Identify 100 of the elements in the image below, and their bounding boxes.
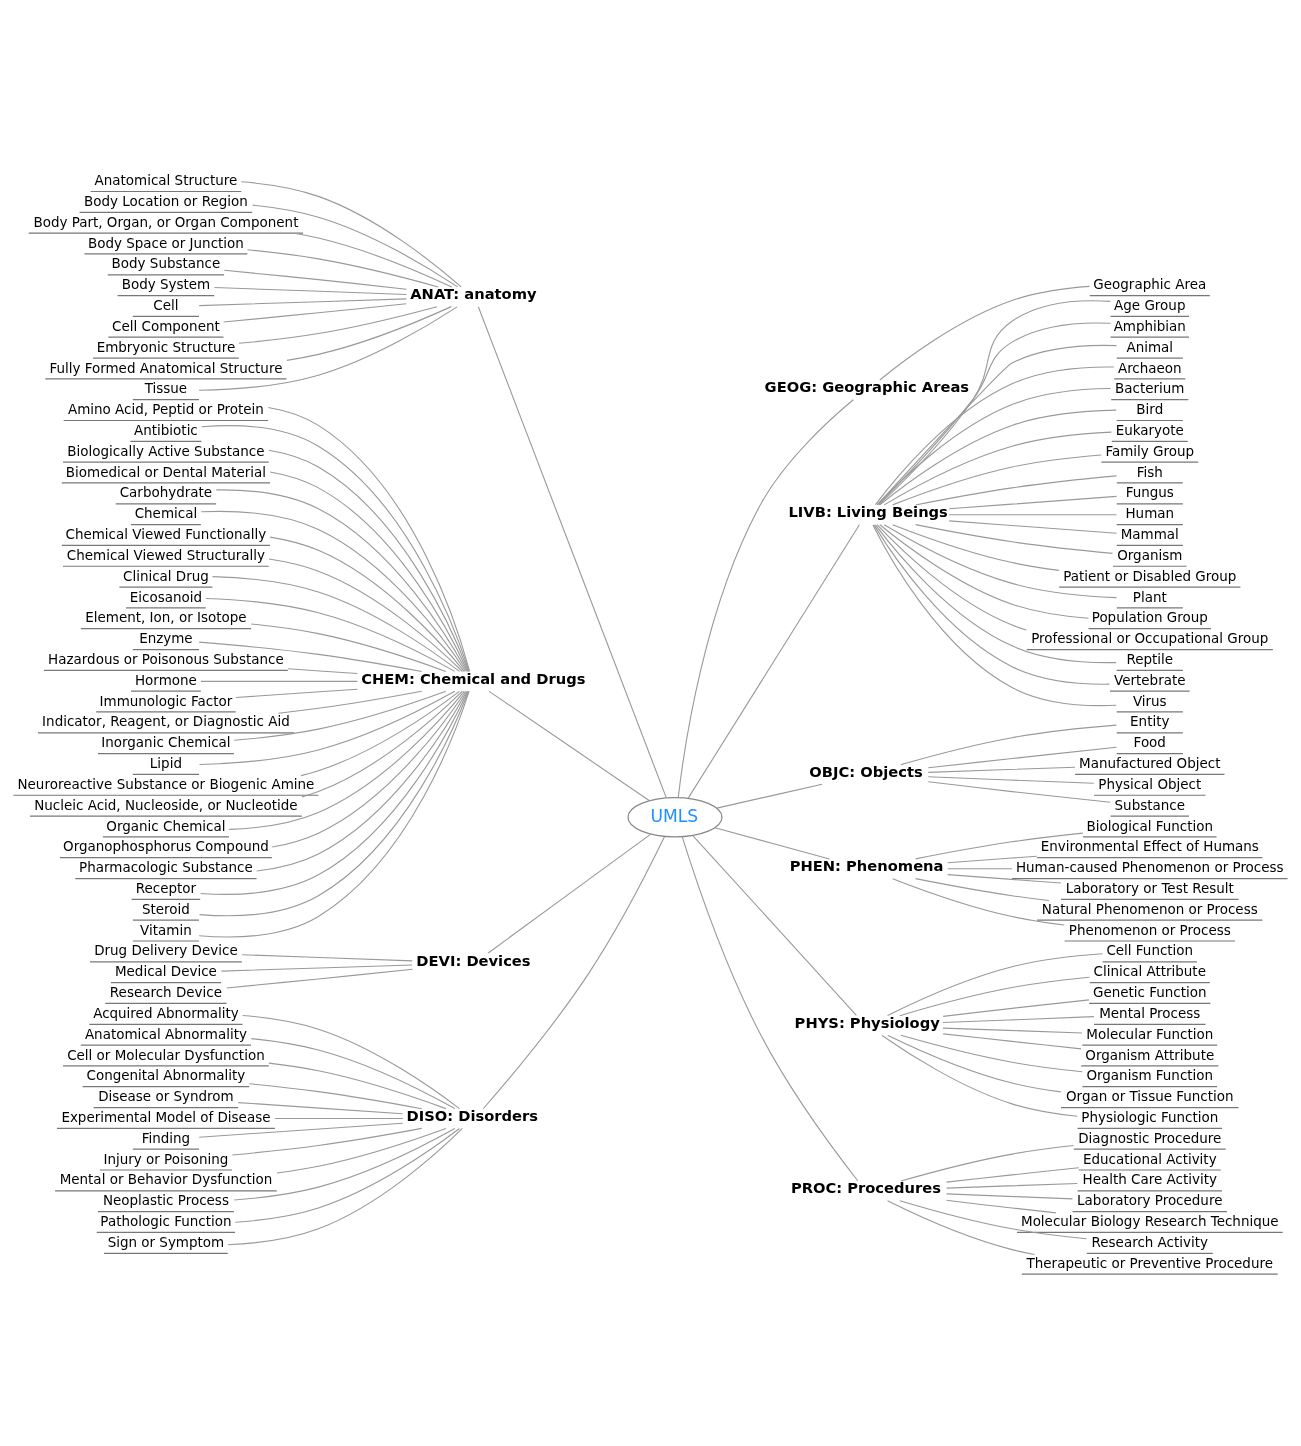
- connector: [277, 690, 423, 714]
- connector: [269, 536, 465, 673]
- connector: [235, 688, 358, 699]
- node-text: Natural Phenomenon or Process: [1041, 900, 1258, 917]
- connector: [198, 641, 423, 673]
- node-text: Anatomical Abnormality: [84, 1025, 247, 1042]
- connector: [927, 781, 1111, 803]
- node-text: Body Substance: [111, 255, 221, 272]
- connector: [271, 690, 467, 848]
- connector: [238, 306, 438, 344]
- connector: [293, 232, 453, 288]
- connector: [900, 724, 1117, 766]
- node-text: Carbohydrate: [119, 484, 213, 501]
- node-text: Biologically Active Substance: [67, 442, 265, 459]
- connector: [246, 249, 439, 288]
- node-text: Chemical: [134, 505, 198, 522]
- node-text: Chemical Viewed Functionally: [65, 526, 267, 543]
- node-text: Mental Process: [1099, 1004, 1201, 1021]
- connector: [927, 746, 1118, 769]
- node-text: Body Location or Region: [84, 192, 248, 209]
- connector: [942, 999, 1090, 1017]
- connector: [226, 968, 414, 989]
- node-text: Organophosphorus Compound: [63, 838, 269, 855]
- node-text: PHEN: Phenomena: [789, 857, 944, 875]
- node-text: Genetic Function: [1093, 984, 1207, 1001]
- connector: [946, 1182, 1078, 1189]
- connector: [256, 690, 468, 872]
- connector: [250, 623, 447, 672]
- connector: [274, 1118, 404, 1120]
- node-text: Drug Delivery Device: [94, 942, 238, 959]
- connector: [477, 306, 667, 798]
- connector: [482, 836, 665, 1110]
- node-text: Neuroreactive Substance or Biogenic Amine: [17, 775, 315, 792]
- connector: [227, 1127, 463, 1246]
- node-text: Body System: [121, 276, 211, 293]
- node-text: Inorganic Chemical: [101, 734, 231, 751]
- node-text: Tissue: [144, 380, 188, 397]
- node-text: Molecular Biology Research Technique: [1021, 1213, 1279, 1230]
- node-text: Eukaryote: [1115, 421, 1184, 438]
- node-text: Diagnostic Procedure: [1078, 1129, 1222, 1146]
- node-text: Cell or Molecular Dysfunction: [67, 1046, 265, 1063]
- connector: [242, 1014, 460, 1110]
- node-text: Element, Ion, or Isotope: [85, 609, 247, 626]
- node-text: Health Care Activity: [1082, 1171, 1217, 1188]
- connector: [268, 558, 463, 673]
- node-text: Archaeon: [1117, 359, 1182, 376]
- connector: [205, 597, 456, 672]
- connector: [945, 1199, 1057, 1214]
- connector: [892, 454, 1102, 506]
- connector: [220, 964, 413, 972]
- connector: [268, 1062, 447, 1110]
- node-text: Congenital Abnormality: [86, 1067, 246, 1084]
- node-text: CHEM: Chemical and Drugs: [361, 669, 586, 687]
- node-text: Research Device: [109, 984, 222, 1001]
- connector: [215, 489, 468, 672]
- connector: [887, 953, 1103, 1017]
- connector: [942, 1016, 1095, 1024]
- node-text: Human: [1125, 505, 1175, 522]
- connector: [228, 690, 465, 830]
- node-text: Family Group: [1105, 442, 1195, 459]
- node-text: Neoplastic Process: [102, 1192, 229, 1209]
- node-text: Vitamin: [140, 921, 192, 938]
- node-text: Steroid: [141, 900, 190, 917]
- node-text: Hormone: [134, 671, 197, 688]
- node-text: Immunologic Factor: [99, 692, 233, 709]
- connector: [947, 855, 1038, 864]
- node-text: Cell Function: [1106, 942, 1194, 959]
- node-text: Finding: [141, 1129, 191, 1146]
- connector: [681, 836, 859, 1182]
- connector: [223, 269, 407, 290]
- node-text: Physiologic Function: [1081, 1109, 1219, 1125]
- node-text: Bacterium: [1115, 380, 1185, 397]
- connector: [250, 1038, 456, 1110]
- node-text: Body Part, Organ, or Organ Component: [33, 213, 299, 230]
- node-text: LIVB: Living Beings: [788, 503, 948, 521]
- connector: [267, 406, 471, 672]
- connector: [716, 783, 823, 809]
- connector: [200, 680, 358, 682]
- node-text: Lipid: [149, 755, 182, 772]
- connector: [883, 524, 1118, 599]
- connector: [487, 833, 651, 954]
- connector: [198, 306, 458, 391]
- node-text: ANAT: anatomy: [410, 285, 537, 303]
- node-text: Chemical Viewed Structurally: [66, 546, 266, 563]
- connector: [213, 286, 408, 295]
- node-text: DISO: Disorders: [406, 1107, 539, 1125]
- node-text: Medical Device: [114, 963, 217, 980]
- connector: [948, 520, 1118, 534]
- node-text: Injury or Poisoning: [103, 1150, 229, 1167]
- node-text: Molecular Function: [1086, 1025, 1214, 1042]
- node-text: Plant: [1132, 588, 1167, 605]
- connector: [233, 1128, 456, 1201]
- node-text: Therapeutic or Preventive Procedure: [1026, 1254, 1273, 1271]
- connector: [915, 832, 1084, 860]
- node-text: Indicator, Reagent, or Diagnostic Aid: [42, 713, 290, 730]
- node-text: Fish: [1136, 463, 1163, 480]
- node-text: Clinical Attribute: [1093, 963, 1206, 980]
- node-text: DEVI: Devices: [416, 951, 531, 969]
- node-text: Clinical Drug: [122, 567, 209, 584]
- node-text: Virus: [1132, 692, 1167, 709]
